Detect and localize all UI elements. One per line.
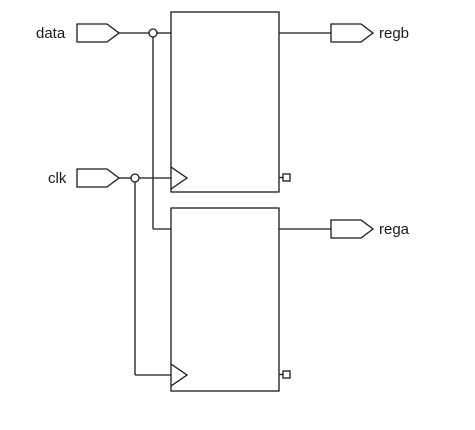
output-rega-label: rega	[379, 221, 410, 238]
output-regb-label: regb	[379, 25, 409, 42]
register-bottom-clock-triangle-icon	[170, 363, 189, 387]
register-bottom-reset-pin-icon	[282, 370, 291, 379]
input-clk-label: clk	[48, 170, 67, 187]
register-top-body	[170, 11, 280, 193]
input-data-label: data	[36, 25, 66, 42]
input-clk-port-icon	[76, 168, 121, 188]
input-data-port-icon	[76, 23, 121, 43]
register-bottom-body	[170, 207, 280, 392]
register-top-clock-triangle-icon	[170, 166, 189, 190]
register-top-reset-pin-icon	[282, 173, 291, 182]
output-rega-port-icon	[330, 219, 375, 239]
junction-data	[148, 28, 158, 38]
output-regb-port-icon	[330, 23, 375, 43]
input-clk: clk	[48, 168, 121, 188]
register-bottom	[170, 207, 291, 392]
junction-clk	[130, 173, 140, 183]
register-top	[170, 11, 291, 193]
output-regb: regb	[330, 23, 409, 43]
input-data: data	[36, 23, 121, 43]
output-rega: rega	[330, 219, 410, 239]
wires	[119, 32, 331, 376]
